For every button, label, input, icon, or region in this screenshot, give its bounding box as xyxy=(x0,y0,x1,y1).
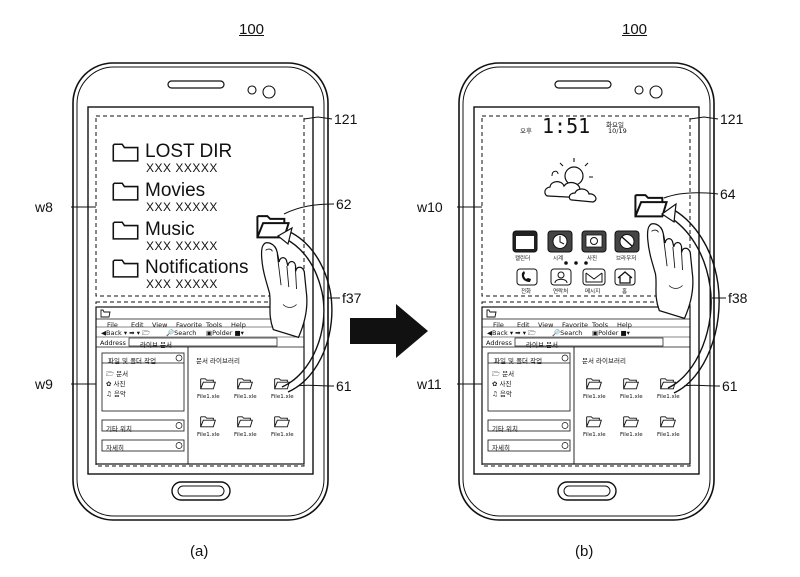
label-w8: w8 xyxy=(35,199,53,215)
details: 자세히 xyxy=(106,442,124,452)
menu-edit-r: Edit xyxy=(517,321,530,329)
menu-file: File xyxy=(107,321,118,329)
label-w11: w11 xyxy=(417,376,442,392)
menu-view-r: View xyxy=(538,321,553,329)
file-label-r5: File1.xle xyxy=(620,432,643,438)
label-61-right: 61 xyxy=(722,378,738,394)
folder-sub-4: XXX XXXXX xyxy=(146,277,218,291)
panel-item-music: 음악 xyxy=(114,390,126,398)
label-121-right: 121 xyxy=(720,111,743,127)
menu-help-r: Help xyxy=(617,321,632,329)
address-label-r: Address xyxy=(486,339,512,347)
label-f37: f37 xyxy=(342,290,361,306)
app-label-6: 연락처 xyxy=(553,287,568,295)
panel-item-photos-r: 사진 xyxy=(500,380,512,388)
folder-sub-1: XXX XXXXX xyxy=(146,161,218,175)
file-label-r2: File1.xle xyxy=(620,394,643,400)
toolbar-search-r: Search xyxy=(560,329,582,337)
label-121-left: 121 xyxy=(334,111,357,127)
app-label-4: 브라우저 xyxy=(616,254,636,262)
menu-edit: Edit xyxy=(131,321,144,329)
app-label-7: 메시지 xyxy=(585,287,600,295)
figure-ref-right: 100 xyxy=(622,21,647,38)
toolbar-folder: Polder xyxy=(212,329,232,337)
label-w9: w9 xyxy=(35,376,53,392)
menu-favorite: Favorite xyxy=(176,321,202,329)
folder-name-1: LOST DIR xyxy=(145,142,232,161)
file-label-3: File1.xle xyxy=(271,394,294,400)
panel-title: 파일 및 폴더 작업 xyxy=(108,355,156,365)
address-value: 라이브 문서 xyxy=(140,339,172,349)
library-title-r: 문서 라이브러리 xyxy=(582,355,626,365)
toolbar-search: Search xyxy=(174,329,196,337)
file-label-r3: File1.xle xyxy=(657,394,680,400)
app-label-2: 시계 xyxy=(553,254,563,262)
menu-file-r: File xyxy=(493,321,504,329)
caption-a: (a) xyxy=(190,543,208,560)
details-r: 자세히 xyxy=(492,442,510,452)
file-label-r1: File1.xle xyxy=(583,394,606,400)
caption-b: (b) xyxy=(575,543,593,560)
toolbar-folder-r: Polder xyxy=(598,329,618,337)
panel-item-docs: 문서 xyxy=(116,370,128,378)
panel-item-music-r: 음악 xyxy=(500,390,512,398)
label-w10: w10 xyxy=(417,199,443,215)
app-label-5: 전화 xyxy=(521,287,531,295)
folder-name-3: Music xyxy=(145,220,195,239)
toolbar-back-r: Back xyxy=(492,329,508,337)
transition-arrow xyxy=(350,304,428,358)
menu-tools-r: Tools xyxy=(592,321,608,329)
file-label-4: File1.xle xyxy=(197,432,220,438)
app-label-1: 캘린더 xyxy=(515,254,530,262)
figure-ref-left: 100 xyxy=(239,21,264,38)
folder-name-4: Notifications xyxy=(145,258,249,277)
address-value-r: 라이브 문서 xyxy=(526,339,558,349)
other-places-r: 기타 위치 xyxy=(492,423,518,433)
menu-favorite-r: Favorite xyxy=(562,321,588,329)
folder-name-2: Movies xyxy=(145,181,205,200)
clock-ampm: 오후 xyxy=(520,125,532,135)
menu-tools: Tools xyxy=(206,321,222,329)
file-label-6: File1.xle xyxy=(271,432,294,438)
label-f38: f38 xyxy=(728,290,747,306)
address-label: Address xyxy=(100,339,126,347)
library-title: 문서 라이브러리 xyxy=(196,355,240,365)
panel-title-r: 파일 및 폴더 작업 xyxy=(494,355,542,365)
clock-date: 10/19 xyxy=(608,127,627,135)
folder-sub-3: XXX XXXXX xyxy=(146,239,218,253)
file-label-r6: File1.xle xyxy=(657,432,680,438)
label-62: 62 xyxy=(336,196,352,212)
label-61-left: 61 xyxy=(336,378,352,394)
menu-view: View xyxy=(152,321,167,329)
app-label-8: 홈 xyxy=(622,287,627,295)
toolbar-back: Back xyxy=(106,329,122,337)
panel-item-photos: 사진 xyxy=(114,380,126,388)
file-label-2: File1.xle xyxy=(234,394,257,400)
clock-time: 1:51 xyxy=(542,114,590,138)
panel-item-docs-r: 문서 xyxy=(502,370,514,378)
other-places: 기타 위치 xyxy=(106,423,132,433)
file-label-1: File1.xle xyxy=(197,394,220,400)
label-64: 64 xyxy=(720,186,736,202)
file-label-r4: File1.xle xyxy=(583,432,606,438)
app-label-3: 사진 xyxy=(587,254,597,262)
folder-sub-2: XXX XXXXX xyxy=(146,200,218,214)
file-label-5: File1.xle xyxy=(234,432,257,438)
menu-help: Help xyxy=(231,321,246,329)
